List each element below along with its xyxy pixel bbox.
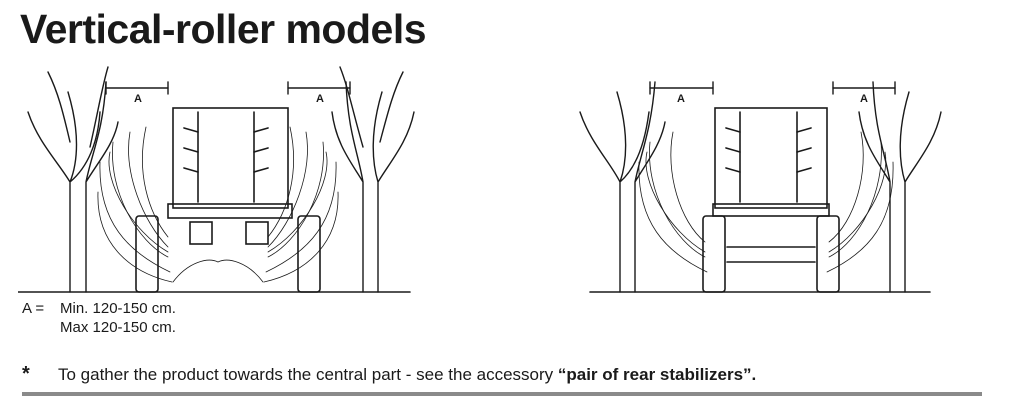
divider (22, 392, 982, 396)
spreader-machine (135, 107, 321, 293)
spray-pattern (97, 126, 339, 283)
legend-max: Max 120-150 cm. (60, 319, 176, 336)
tree-right-icon (858, 81, 942, 293)
note-text: To gather the product towards the centra… (58, 365, 756, 385)
spreader-machine (702, 107, 840, 293)
tree-right-icon (331, 66, 415, 293)
accessory-note: * To gather the product towards the cent… (22, 363, 756, 386)
vertical-roller-diagram-narrow: A A (579, 81, 942, 293)
page-title: Vertical-roller models (20, 6, 427, 52)
dimension-label-a-left: A (677, 93, 685, 105)
legend-min: Min. 120-150 cm. (60, 300, 176, 317)
dimension-label-a-right: A (316, 93, 324, 105)
dimension-label-a-right: A (860, 93, 868, 105)
note-emphasis: “pair of rear stabilizers”. (557, 364, 757, 384)
tree-left-icon (27, 66, 119, 293)
note-body: To gather the product towards the centra… (58, 364, 558, 384)
tree-left-icon (579, 81, 666, 293)
dimension-label-a-left: A (134, 93, 142, 105)
legend-key: A = (22, 300, 45, 317)
dimension-legend: A = Min. 120-150 cm. Max 120-150 cm. (22, 299, 176, 337)
vertical-roller-diagram-wide: A A (18, 66, 415, 293)
asterisk-icon: * (22, 363, 30, 385)
spray-pattern (638, 131, 894, 273)
